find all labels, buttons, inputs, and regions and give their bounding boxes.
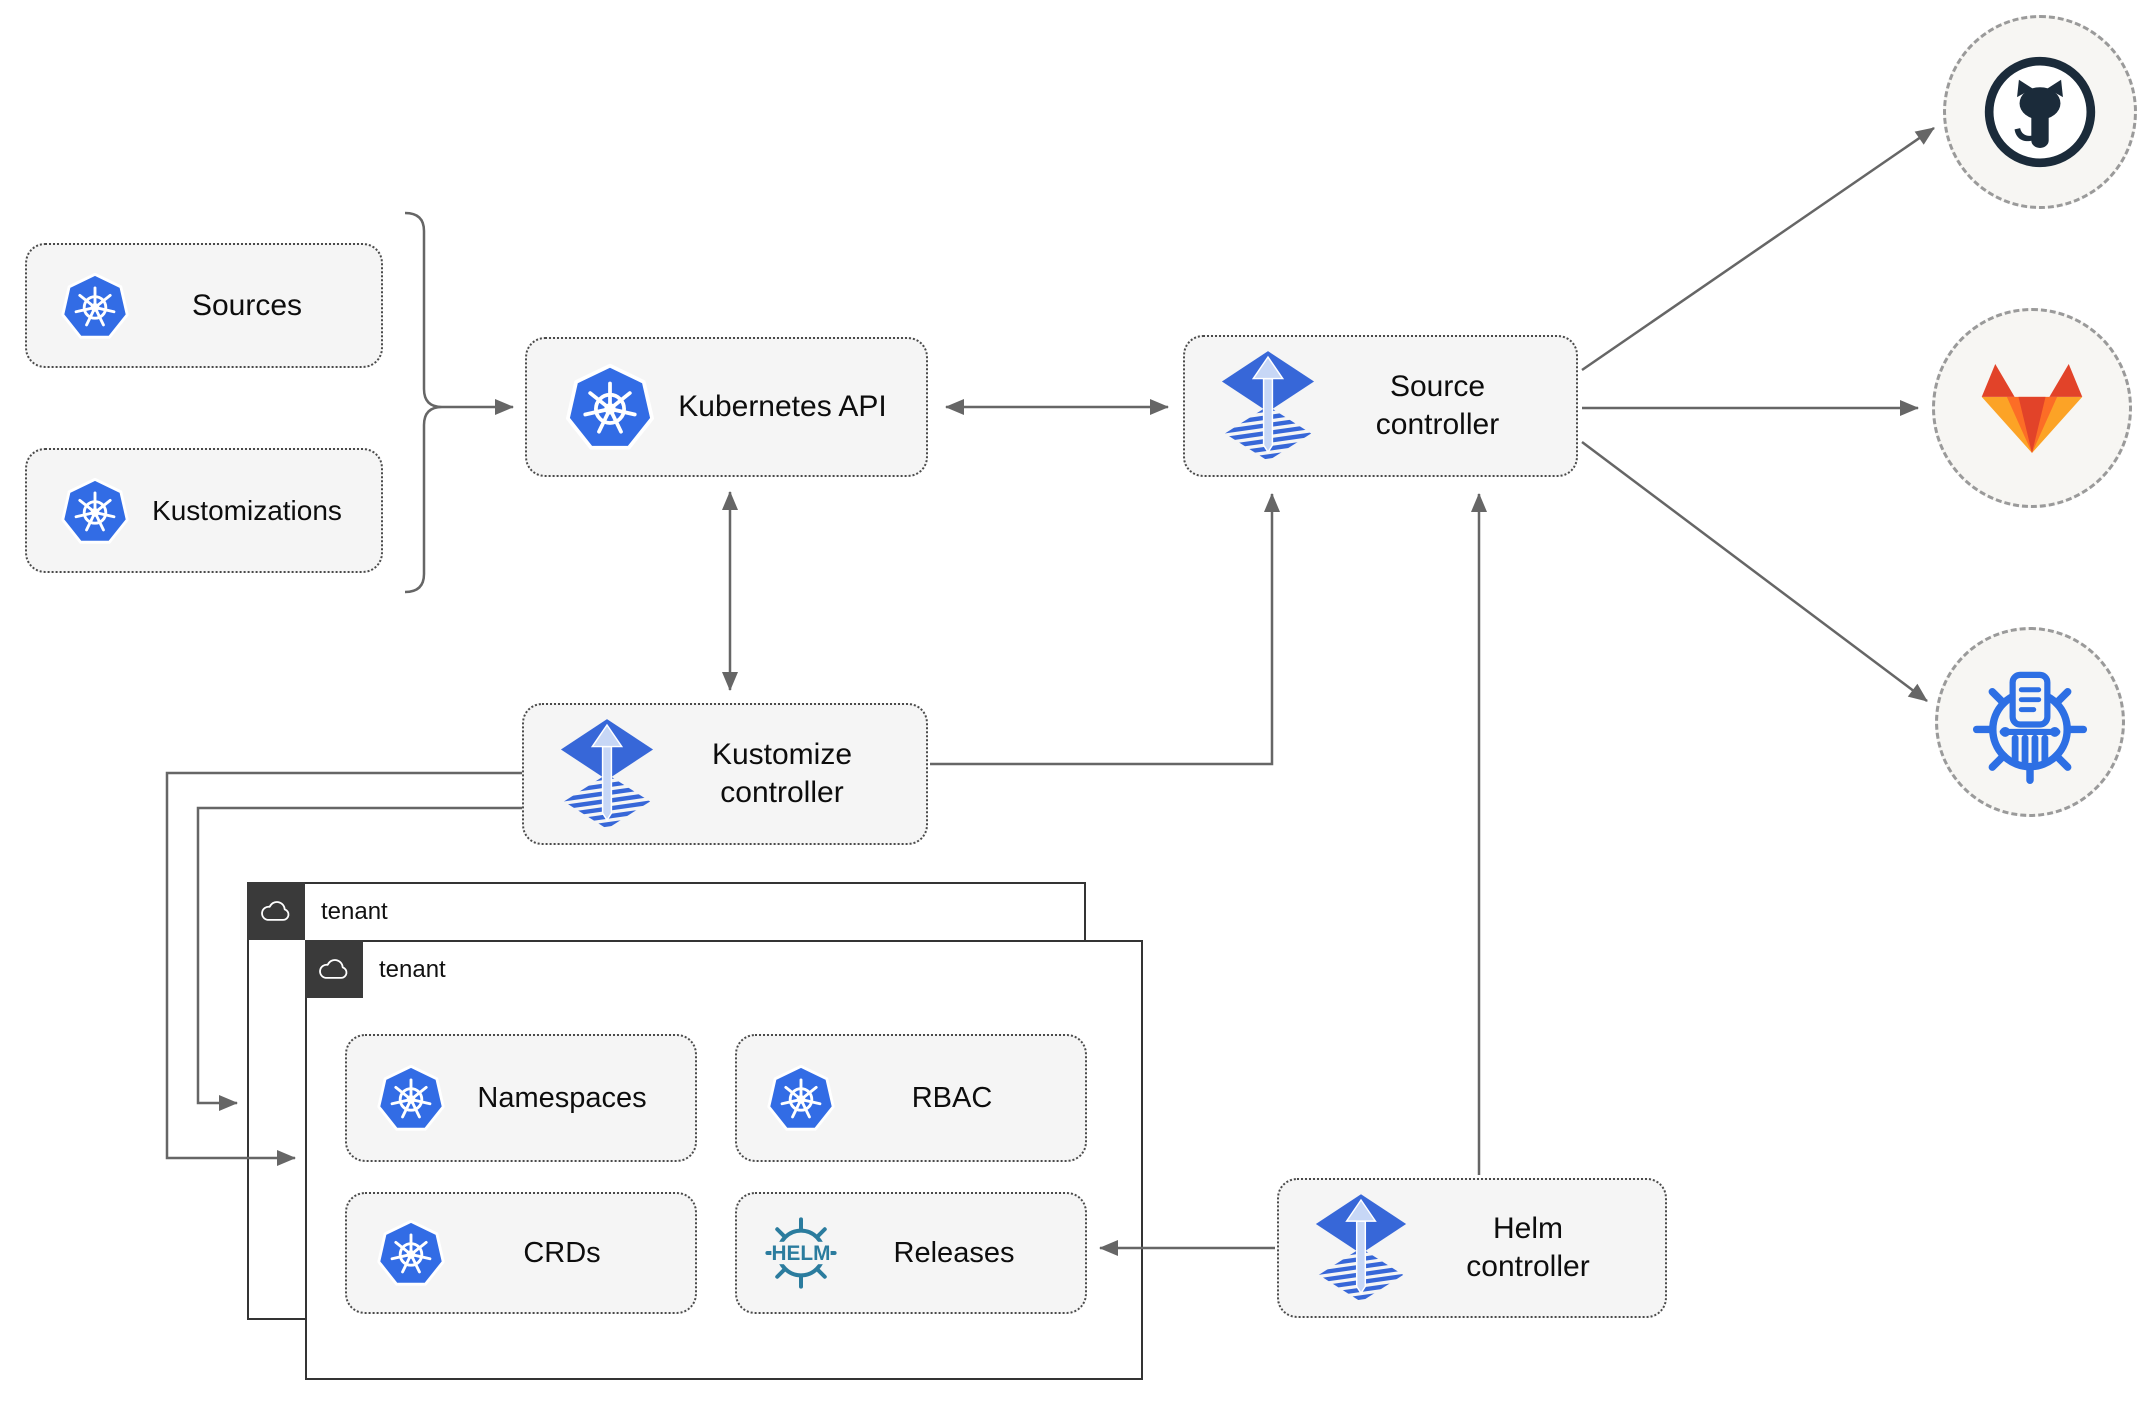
grouping-brace: [404, 211, 443, 594]
flux-icon: [558, 719, 656, 829]
kubernetes-icon: [59, 270, 131, 342]
kubernetes-api-label: Kubernetes API: [678, 390, 887, 423]
cloud-icon: [258, 898, 294, 925]
kustomize-controller-label: Kustomize controller: [711, 738, 853, 809]
chartmuseum-icon: [1968, 660, 2092, 784]
namespaces-box: Namespaces: [345, 1034, 697, 1162]
tenant-label: tenant: [379, 956, 446, 983]
kubernetes-icon: [375, 1217, 447, 1289]
kustomizations-box: Kustomizations: [25, 448, 383, 573]
github-endpoint: [1943, 15, 2137, 209]
namespaces-label: Namespaces: [477, 1082, 647, 1114]
edge-source-to-github: [1581, 126, 1935, 372]
kubernetes-icon: [59, 475, 131, 547]
edge-kustomize-to-source: [930, 493, 1280, 766]
gitlab-icon: [1974, 360, 2090, 457]
edge-source-to-chartmuseum: [1581, 441, 1928, 702]
kubernetes-icon: [375, 1062, 447, 1134]
source-controller-box: Source controller: [1183, 335, 1578, 477]
flux-icon: [1219, 351, 1317, 461]
chartmuseum-endpoint: [1935, 627, 2125, 817]
gitlab-endpoint: [1932, 308, 2132, 508]
helm-wheel-icon: [761, 1213, 841, 1293]
kubernetes-api-box: Kubernetes API: [525, 337, 928, 477]
rbac-label: RBAC: [911, 1082, 993, 1114]
cloud-icon: [316, 956, 352, 983]
crds-box: CRDs: [345, 1192, 697, 1314]
source-controller-label: Source controller: [1375, 370, 1500, 441]
helm-controller-box: Helm controller: [1277, 1178, 1667, 1318]
tenant-box-front: tenant Namespaces RBAC CRDs Releases: [305, 940, 1143, 1380]
kubernetes-icon: [765, 1062, 837, 1134]
sources-label: Sources: [191, 288, 303, 322]
releases-box: Releases: [735, 1192, 1087, 1314]
tenant-tab: [247, 882, 305, 940]
crds-label: CRDs: [523, 1237, 601, 1269]
github-icon: [1978, 50, 2102, 174]
flux-icon: [1313, 1194, 1409, 1302]
kustomizations-label: Kustomizations: [152, 494, 342, 526]
tenant-tab: [305, 940, 363, 998]
sources-box: Sources: [25, 243, 383, 368]
releases-label: Releases: [893, 1237, 1015, 1269]
kubernetes-icon: [563, 360, 657, 454]
rbac-box: RBAC: [735, 1034, 1087, 1162]
tenant-label: tenant: [321, 898, 388, 925]
kustomize-controller-box: Kustomize controller: [522, 703, 928, 845]
helm-controller-label: Helm controller: [1466, 1212, 1590, 1283]
